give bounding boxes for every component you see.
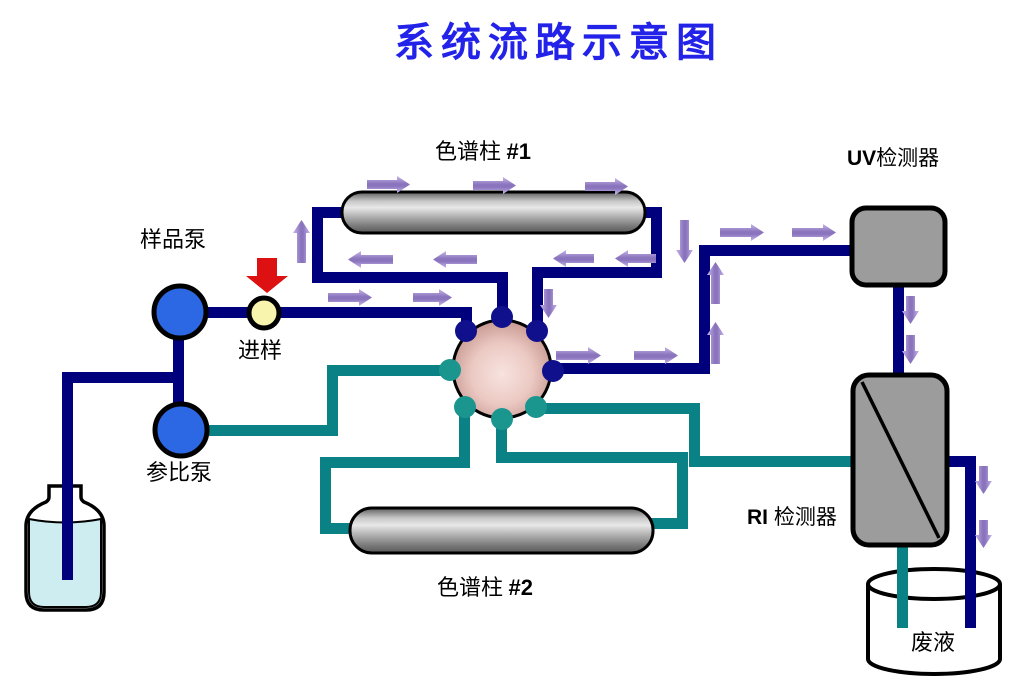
tube-valve-topright-drop (532, 267, 543, 331)
flow-arrow (556, 347, 601, 364)
tube-valve-bl-drop (459, 407, 470, 468)
ri-detector-label-latin: RI (747, 506, 774, 529)
column-2 (348, 506, 655, 555)
tube-ri-inlet (689, 456, 854, 467)
tube-valve-bottom-drop (496, 419, 507, 463)
flow-arrow (615, 250, 656, 267)
waste-label: 废液 (911, 630, 956, 655)
injection-port (246, 295, 282, 331)
flow-arrow (975, 466, 992, 494)
flow-arrow (328, 289, 372, 306)
tube-valve-top-riser (497, 272, 508, 317)
tube-pump-junction (173, 338, 184, 404)
page-title: 系统流路示意图 (394, 20, 723, 65)
flow-arrow (676, 220, 693, 263)
tube-sample-drop (461, 307, 472, 331)
tube-ref-to-valve (327, 365, 451, 376)
valve-port-bottomleft (454, 396, 476, 418)
tube-col1-left-riser (312, 207, 323, 283)
valve-port-topright (526, 320, 548, 342)
column2-label: 色谱柱 #2 (437, 575, 533, 600)
ri-detector-label-cjk: 检测器 (773, 505, 837, 529)
flow-arrows (293, 176, 992, 548)
uv-detector-label: UV检测器 (847, 146, 939, 171)
tube-col2-left-stub (320, 523, 355, 534)
tube-col1-lower-left (312, 272, 508, 283)
flow-arrow (540, 289, 557, 318)
column-1 (340, 190, 647, 235)
column2-label-number: #2 (508, 575, 533, 600)
flow-arrow (902, 335, 919, 364)
flow-arrow (634, 347, 678, 364)
tube-col2-right-horizontal (496, 452, 686, 463)
waste-beaker (866, 567, 1002, 676)
valve-port-bottomright (525, 396, 547, 418)
valve-port-right (542, 360, 564, 382)
tube-valve-br-horizontal (534, 403, 699, 414)
uv-detector-label-latin: UV (847, 147, 877, 170)
reference-pump (152, 401, 210, 459)
reference-pump-label: 参比泵 (146, 460, 213, 485)
uv-detector-box (849, 205, 948, 288)
uv-detector-label-cjk: 检测器 (876, 146, 940, 170)
column1-label-number: #1 (506, 139, 531, 164)
tube-bottle-horizontal (62, 372, 184, 383)
flow-arrow (367, 176, 410, 193)
column1-label-text: 色谱柱 (435, 139, 507, 164)
ri-detector-diagonal (860, 381, 941, 539)
valve-port-bottom (491, 408, 513, 430)
injection-label: 进样 (238, 338, 283, 363)
flow-arrow (585, 178, 628, 195)
tube-col2-right-drop (677, 452, 688, 529)
navy-tubing (62, 207, 976, 628)
switching-valve (439, 306, 564, 430)
flow-arrow (293, 220, 310, 263)
flow-arrow (720, 224, 764, 241)
tube-col2-left-horizontal (320, 457, 470, 468)
column2-label-text: 色谱柱 (437, 575, 509, 600)
tube-col1-right-riser (651, 207, 662, 278)
tube-ri-waste-teal (897, 543, 908, 628)
tube-uv-riser (699, 245, 710, 374)
tube-ref-horizontal (207, 425, 338, 436)
waste-beaker-rim (866, 567, 1002, 601)
flow-arrow (707, 262, 724, 304)
flow-arrow (553, 250, 594, 267)
valve-port-topleft (455, 320, 477, 342)
tube-ri-in-drop (689, 403, 700, 463)
flow-arrow (975, 520, 992, 548)
tube-ref-riser (327, 370, 338, 436)
tube-valve-to-uv-horizontal (552, 363, 710, 374)
sample-pump (151, 283, 209, 341)
tube-uv-inlet (699, 245, 852, 256)
injection-arrow (246, 258, 288, 293)
tube-col2-left-drop (320, 457, 331, 534)
flow-arrow (348, 251, 393, 268)
valve-port-left (439, 359, 461, 381)
tube-ri-outlet (945, 456, 976, 467)
flow-arrow (707, 322, 724, 364)
teal-tubing (207, 365, 908, 628)
flow-arrow (413, 289, 452, 306)
tube-bottle-dip (62, 372, 73, 580)
flow-arrow (473, 177, 516, 194)
column1-label: 色谱柱 #1 (435, 139, 531, 164)
tube-col2-right-stub (650, 518, 686, 529)
flow-arrow (902, 296, 919, 324)
tube-sample-horizontal (205, 307, 472, 318)
flow-arrow (792, 224, 836, 241)
ri-detector (850, 372, 950, 548)
tube-ri-waste-drop (965, 456, 976, 628)
sample-pump-label: 样品泵 (140, 227, 207, 252)
valve-port-top (491, 306, 513, 328)
tube-col1-lower-right (532, 267, 662, 278)
tube-col1-left-stub (312, 207, 346, 218)
tube-uv-to-ri (893, 283, 904, 378)
flow-arrow (433, 251, 477, 268)
ri-detector-label: RI 检测器 (747, 505, 837, 530)
